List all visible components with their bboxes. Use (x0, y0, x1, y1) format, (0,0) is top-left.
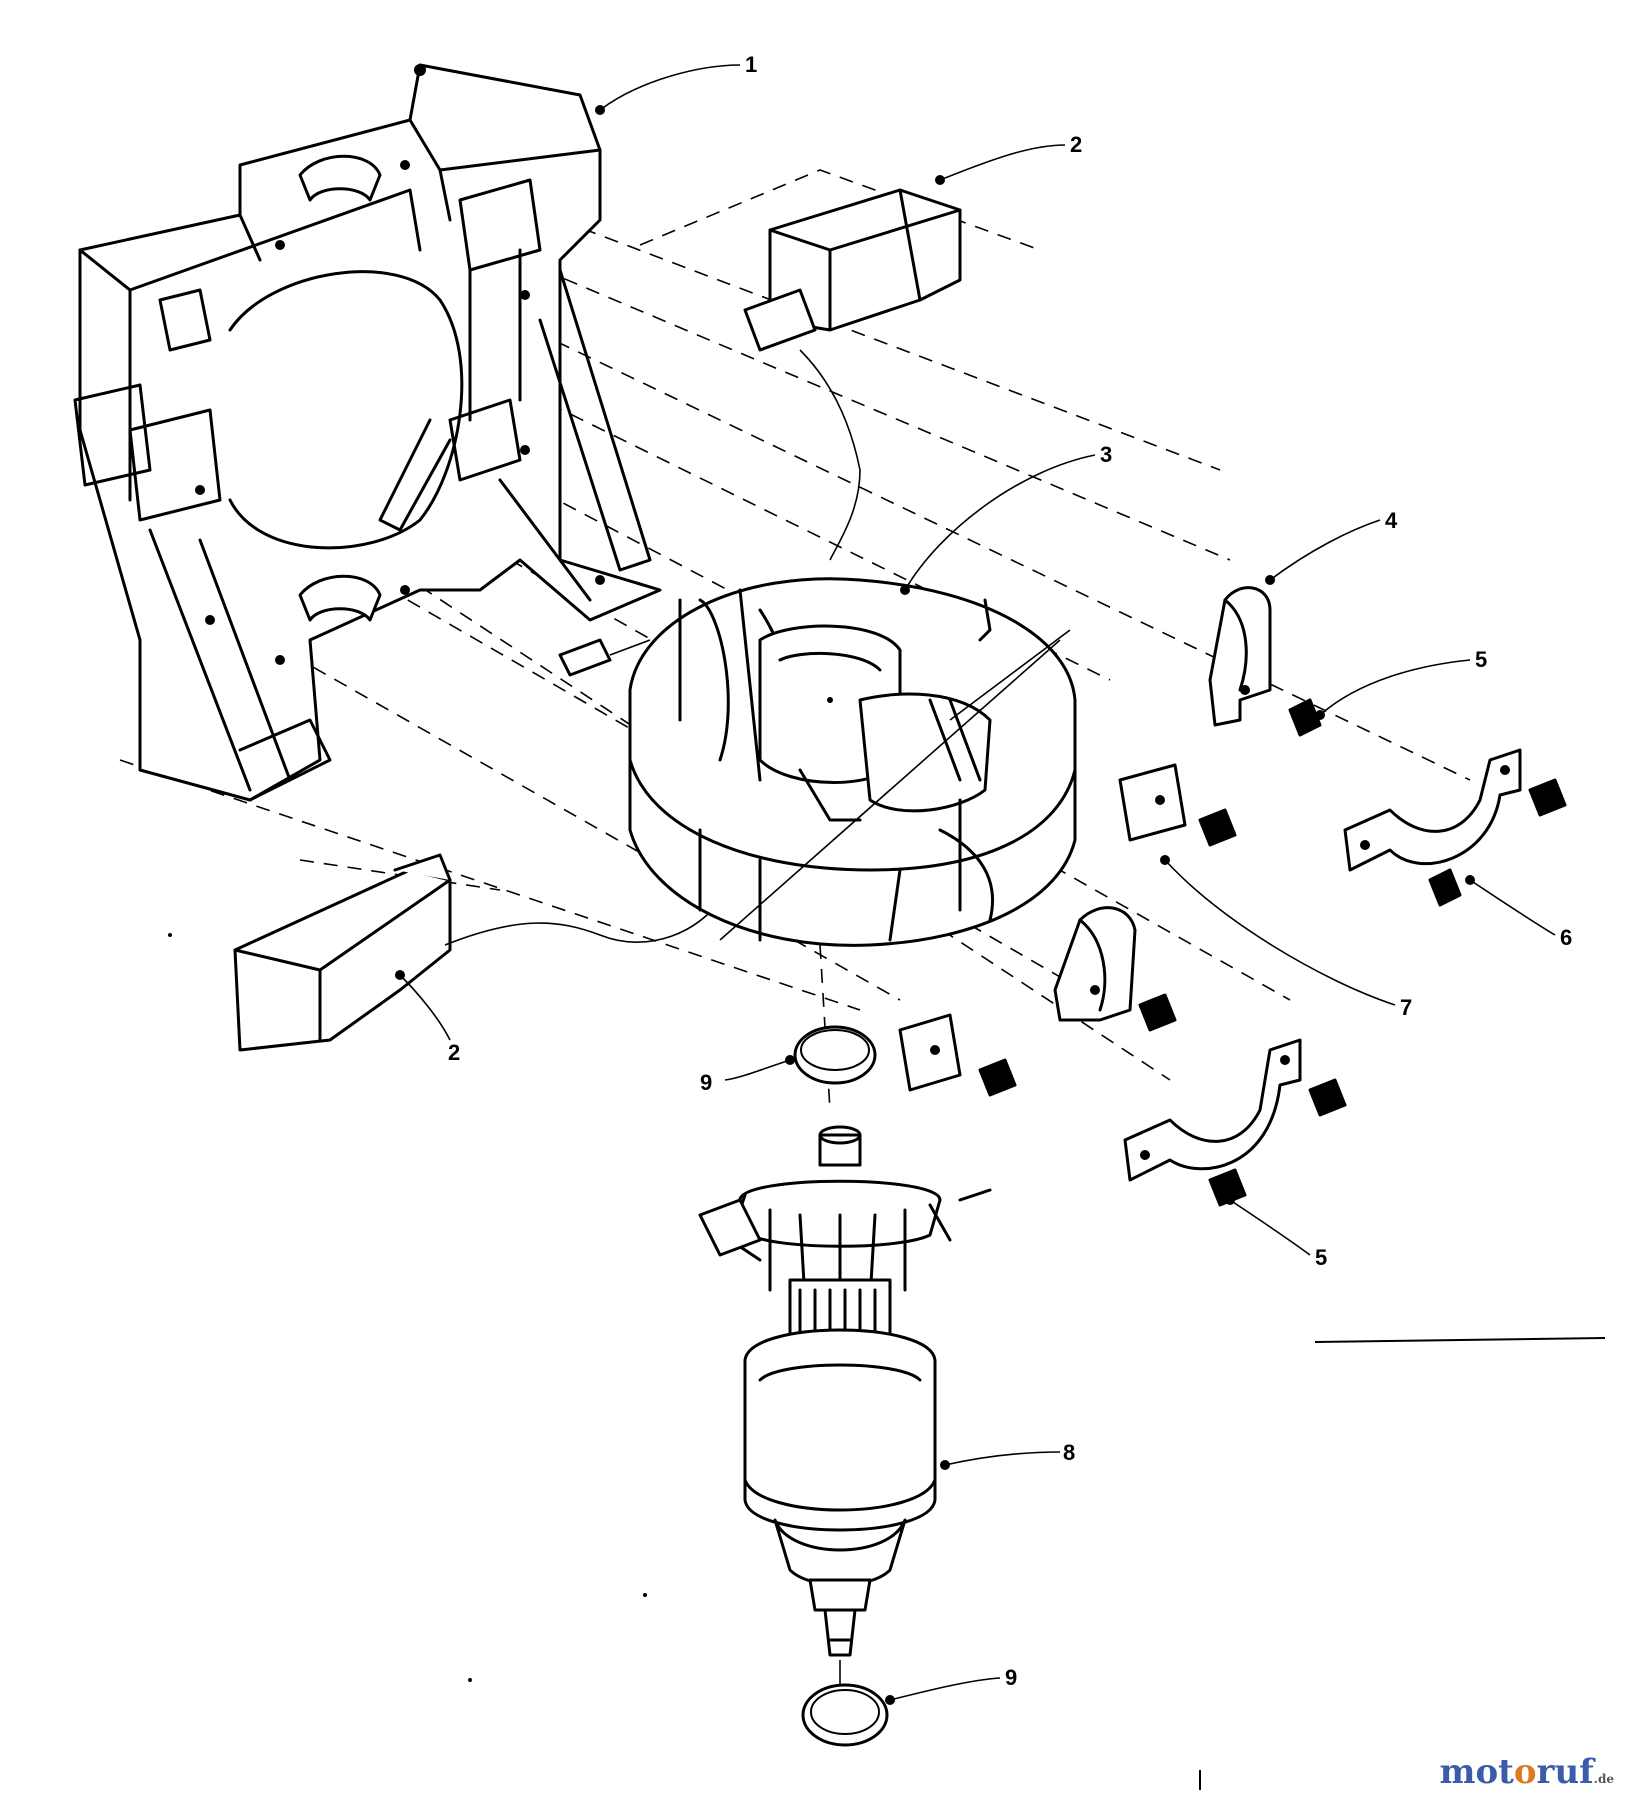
clamp-strap-lower (1123, 1038, 1347, 1207)
brush-holder-upper (743, 188, 962, 561)
armature (698, 1125, 992, 1690)
plate-middle (898, 1013, 1017, 1097)
field-stator (558, 577, 1077, 947)
motor-frame-housing (73, 63, 662, 802)
watermark-logo: motoruf.de (1439, 1752, 1614, 1792)
callout-3: 3 (1100, 442, 1112, 467)
callout-9-lower: 9 (1005, 1665, 1017, 1690)
callout-1: 1 (745, 52, 757, 77)
callout-2-upper: 2 (1070, 132, 1082, 157)
callouts: 1 2 2 3 4 5 5 6 7 8 (395, 52, 1572, 1705)
callout-5-upper: 5 (1475, 647, 1487, 672)
callout-8: 8 (1063, 1440, 1075, 1465)
bearing-ring-lower (801, 1683, 889, 1747)
clamp-strap-upper (1343, 748, 1567, 907)
callout-2-lower: 2 (448, 1040, 460, 1065)
clamp-upper-left (1208, 586, 1322, 737)
bearing-ring-upper (793, 1025, 877, 1085)
plate-upper (1118, 763, 1237, 847)
brush-holder-lower (233, 853, 721, 1052)
callout-7: 7 (1400, 995, 1412, 1020)
callout-5-lower: 5 (1315, 1245, 1327, 1270)
clamp-middle (1053, 906, 1177, 1032)
callout-9-upper: 9 (700, 1070, 712, 1095)
separator-line (1314, 1337, 1606, 1343)
callout-4: 4 (1385, 508, 1398, 533)
callout-6: 6 (1560, 925, 1572, 950)
